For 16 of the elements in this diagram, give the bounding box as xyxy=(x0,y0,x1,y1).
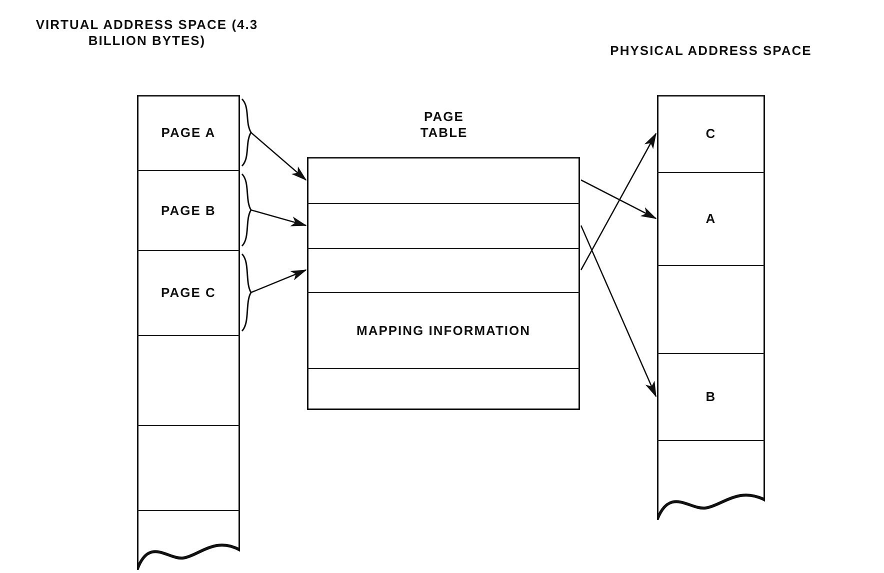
arrow xyxy=(580,132,657,270)
memory-page: PAGE A xyxy=(137,95,240,170)
memory-page: C xyxy=(657,95,765,172)
memory-page: A xyxy=(657,172,765,265)
arrow xyxy=(580,179,657,220)
heading: VIRTUAL ADDRESS SPACE (4.3 BILLION BYTES) xyxy=(34,17,260,49)
arrow xyxy=(250,209,307,226)
arrow xyxy=(580,225,657,398)
memory-page: PAGE B xyxy=(137,170,240,250)
table-row: MAPPING INFORMATION xyxy=(307,292,580,368)
heading: PAGE TABLE xyxy=(419,109,469,141)
memory-page: PAGE C xyxy=(137,250,240,335)
arrow xyxy=(250,132,307,181)
arrow xyxy=(250,269,307,294)
heading: PHYSICAL ADDRESS SPACE xyxy=(609,43,813,59)
memory-page: B xyxy=(657,353,765,440)
